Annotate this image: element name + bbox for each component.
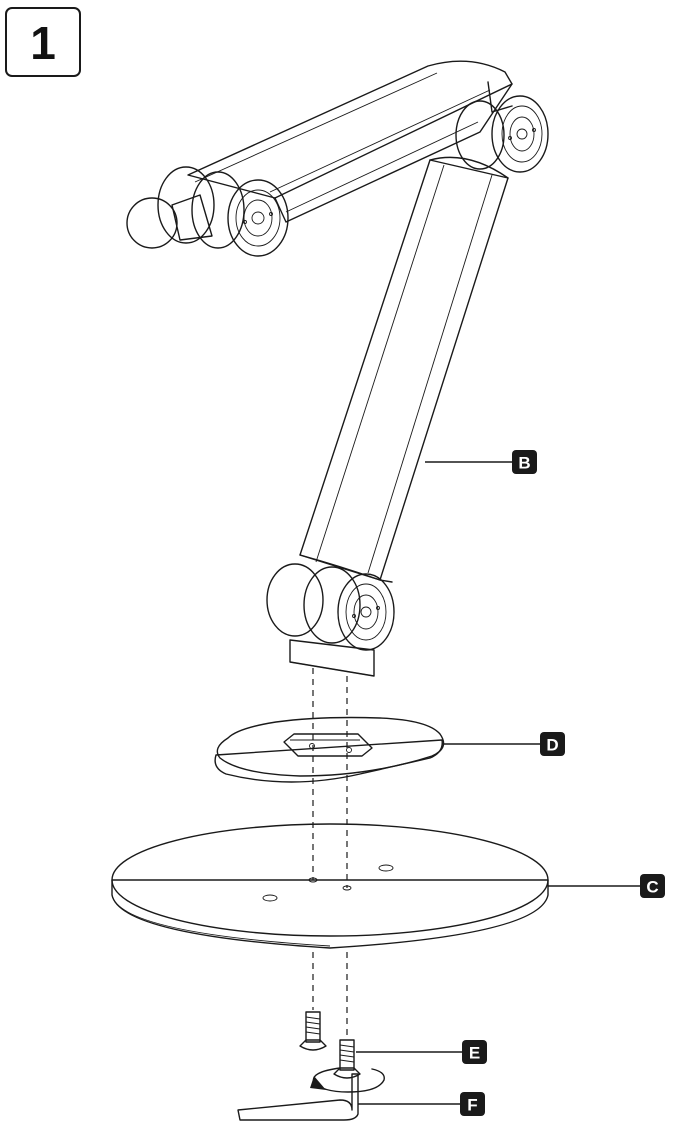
upper-arm: [187, 60, 513, 223]
callout-b-label: B: [518, 454, 530, 473]
step-number-badge: 1: [5, 7, 81, 77]
callout-f-label: F: [467, 1096, 477, 1115]
lower-joint: [266, 563, 395, 651]
ball-head: [126, 194, 213, 249]
mounting-plate: [214, 716, 445, 783]
upper-left-joint: [157, 166, 289, 257]
callout-c-label: C: [646, 878, 658, 897]
lower-arm: [299, 156, 509, 583]
callout-c: C: [640, 874, 665, 898]
rotation-arrow-icon: [310, 1067, 385, 1093]
base-disc: [111, 823, 549, 949]
upper-right-joint: [455, 95, 549, 173]
screw-right: [333, 1039, 361, 1079]
callout-d: D: [540, 732, 565, 756]
screw-left: [299, 1011, 327, 1051]
callout-b: B: [512, 450, 537, 474]
callout-e: E: [462, 1040, 487, 1064]
callout-f: F: [460, 1092, 485, 1116]
arm-base-block: [289, 639, 375, 677]
hex-key: [237, 1073, 359, 1121]
callout-e-label: E: [469, 1044, 480, 1063]
callout-d-label: D: [546, 736, 558, 755]
step-number-text: 1: [30, 17, 56, 69]
